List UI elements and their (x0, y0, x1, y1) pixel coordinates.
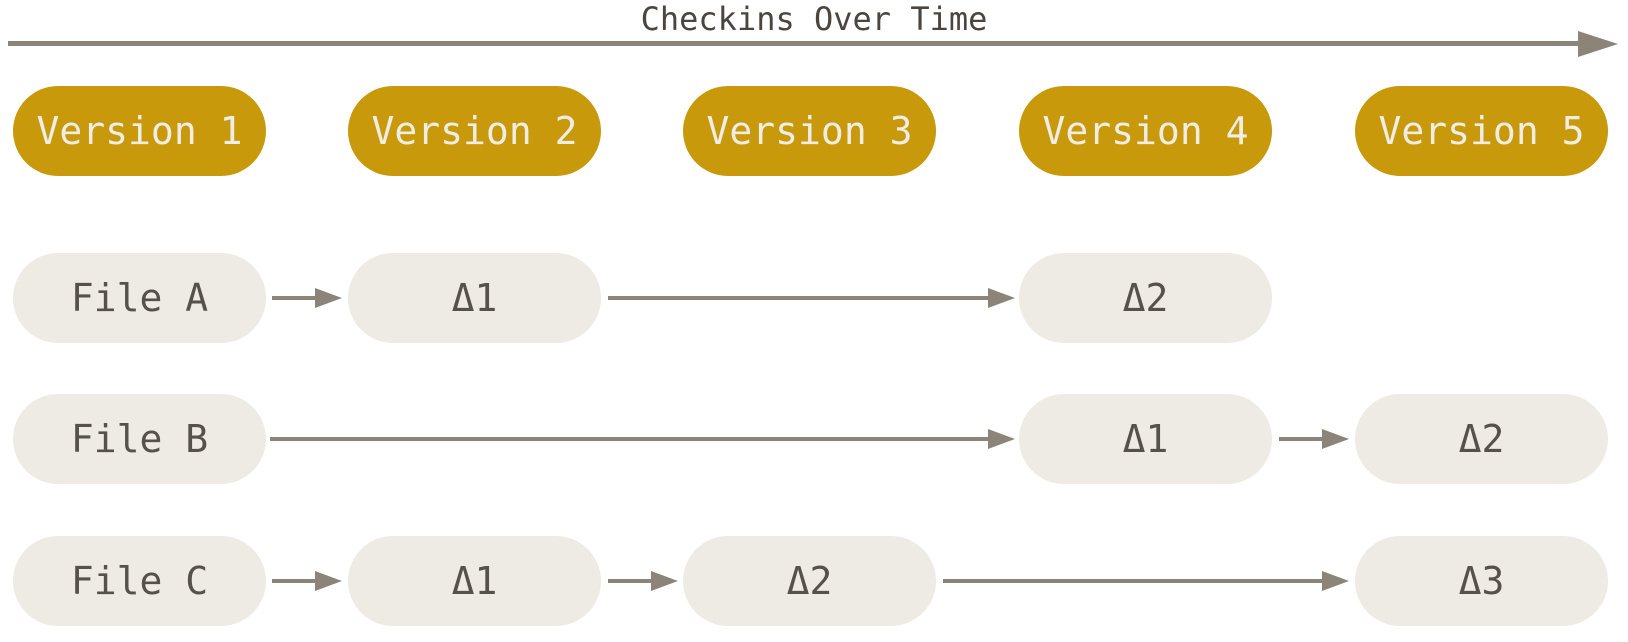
file-b-delta1-pill: Δ1 (1019, 394, 1272, 484)
file-c-arrow2-line (608, 579, 651, 583)
file-c-arrow1-head-icon (315, 571, 342, 591)
file-b-delta2-pill: Δ2 (1355, 394, 1608, 484)
version-3-pill: Version 3 (683, 86, 936, 176)
version-1-pill: Version 1 (13, 86, 266, 176)
file-b-arrow2-head-icon (1322, 429, 1349, 449)
file-a-arrow1-head-icon (315, 288, 342, 308)
file-b-arrow1-head-icon (988, 429, 1015, 449)
timeline-arrowhead-icon (1578, 31, 1618, 57)
file-c-delta2-pill: Δ2 (683, 536, 936, 626)
version-5-pill: Version 5 (1355, 86, 1608, 176)
version-4-pill: Version 4 (1019, 86, 1272, 176)
file-c-arrow2-head-icon (651, 571, 678, 591)
file-b-arrow2-line (1279, 437, 1322, 441)
timeline-line (8, 41, 1578, 46)
file-a-arrow1-line (272, 296, 315, 300)
file-c-arrow3-head-icon (1322, 571, 1349, 591)
file-c-arrow3-line (943, 579, 1322, 583)
version-2-pill: Version 2 (348, 86, 601, 176)
file-b-pill: File B (13, 394, 266, 484)
file-a-delta2-pill: Δ2 (1019, 253, 1272, 343)
file-c-pill: File C (13, 536, 266, 626)
file-a-arrow2-head-icon (988, 288, 1015, 308)
file-c-delta3-pill: Δ3 (1355, 536, 1608, 626)
file-a-arrow2-line (608, 296, 988, 300)
file-c-delta1-pill: Δ1 (348, 536, 601, 626)
file-a-pill: File A (13, 253, 266, 343)
diagram-title: Checkins Over Time (640, 0, 988, 38)
file-b-arrow1-line (270, 437, 988, 441)
file-c-arrow1-line (272, 579, 315, 583)
file-a-delta1-pill: Δ1 (348, 253, 601, 343)
